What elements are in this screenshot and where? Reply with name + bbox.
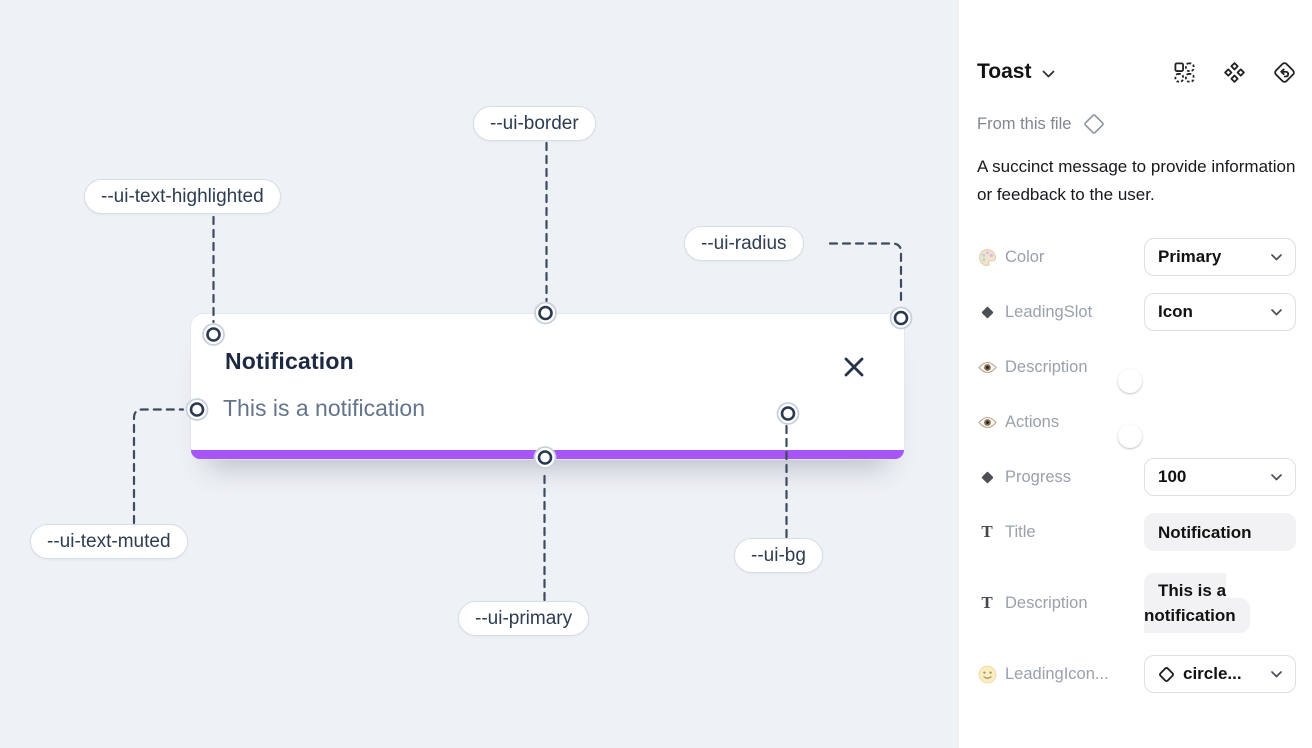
toast-preview[interactable]: Notification This is a notification [190,313,905,460]
return-to-component-icon[interactable] [1273,61,1296,84]
swap-instance-icon[interactable] [1173,61,1196,84]
prop-label-text: LeadingIcon... [1005,664,1109,683]
canvas: Notification This is a notification [0,0,958,748]
prop-row-leadingslot: LeadingSlot Icon [977,293,1296,331]
chevron-down-icon[interactable] [1042,70,1055,78]
prop-row-progress: Progress 100 [977,458,1296,496]
diamond-outline-icon [1084,114,1105,134]
var-label-ui-primary[interactable]: --ui-primary [458,601,590,636]
prop-label-description-field: T Description [977,593,1088,613]
connector-ui-radius [828,242,903,307]
prop-label-text: Description [1005,357,1088,376]
prop-row-description-field: T Description This is a notification [977,568,1296,638]
prop-label-title: T Title [977,522,1036,542]
prop-row-leadingicon: LeadingIcon... circle... [977,655,1296,693]
prop-row-title: T Title Notification [977,513,1296,551]
var-label-ui-text-highlighted[interactable]: --ui-text-highlighted [84,179,281,214]
prop-label-text: Title [1005,522,1036,541]
toggle-knob [1118,424,1142,448]
prop-row-color: Color Primary [977,238,1296,276]
chevron-down-icon [1271,253,1282,260]
prop-label-text: LeadingSlot [1005,302,1093,321]
toggle-knob [1118,369,1142,393]
leadingslot-value: Icon [1158,302,1193,321]
smiley-icon [977,665,997,684]
palette-icon [977,248,997,267]
prop-label-leadingslot: LeadingSlot [977,303,1092,322]
progress-dropdown[interactable]: 100 [1144,458,1296,496]
toast-title: Notification [225,348,354,374]
var-label-ui-text-muted[interactable]: --ui-text-muted [30,524,188,559]
var-label-ui-border[interactable]: --ui-border [473,106,596,141]
progress-value: 100 [1158,467,1187,486]
prop-row-description-toggle: Description [977,348,1296,393]
diamond-outline-icon [1158,666,1175,683]
title-field[interactable]: Notification [1144,513,1296,551]
toast-description: This is a notification [223,395,425,421]
leadingslot-dropdown[interactable]: Icon [1144,293,1296,331]
var-label-ui-radius[interactable]: --ui-radius [684,226,804,261]
chevron-down-icon [1271,670,1282,677]
prop-label-progress: Progress [977,468,1071,487]
prop-label-actions: Actions [977,413,1059,432]
eye-icon [977,361,997,374]
properties-panel: Toast [958,0,1312,748]
prop-label-leadingicon: LeadingIcon... [977,665,1109,684]
component-icon[interactable] [1223,61,1246,84]
panel-header: Toast [977,56,1296,88]
prop-label-color: Color [977,248,1044,267]
component-description: A succinct message to provide informatio… [977,157,1296,204]
prop-row-actions-toggle: Actions [977,403,1296,448]
diamond-icon [977,470,997,485]
prop-label-description: Description [977,358,1088,377]
prop-label-text: Description [1005,593,1088,612]
leadingicon-dropdown[interactable]: circle... [1144,655,1296,693]
var-label-ui-bg[interactable]: --ui-bg [734,538,823,573]
eye-icon [977,416,997,429]
diamond-icon [977,305,997,320]
connector-ui-text-muted [132,408,185,525]
prop-label-text: Color [1005,247,1045,266]
prop-label-text: Actions [1005,412,1060,431]
property-list: Color Primary [977,238,1296,693]
color-value: Primary [1158,247,1222,266]
chevron-down-icon [1271,473,1282,480]
text-icon: T [981,522,993,541]
source-row: From this file [977,112,1296,136]
source-label: From this file [977,114,1072,133]
text-icon: T [981,593,993,612]
description-field[interactable]: This is a notification [1144,573,1250,633]
color-dropdown[interactable]: Primary [1144,238,1296,276]
chevron-down-icon [1271,308,1282,315]
toast-progress-bar [191,450,904,459]
leadingicon-value: circle... [1183,664,1242,683]
prop-label-text: Progress [1005,467,1072,486]
close-icon[interactable] [842,355,866,379]
component-title: Toast [977,60,1032,83]
